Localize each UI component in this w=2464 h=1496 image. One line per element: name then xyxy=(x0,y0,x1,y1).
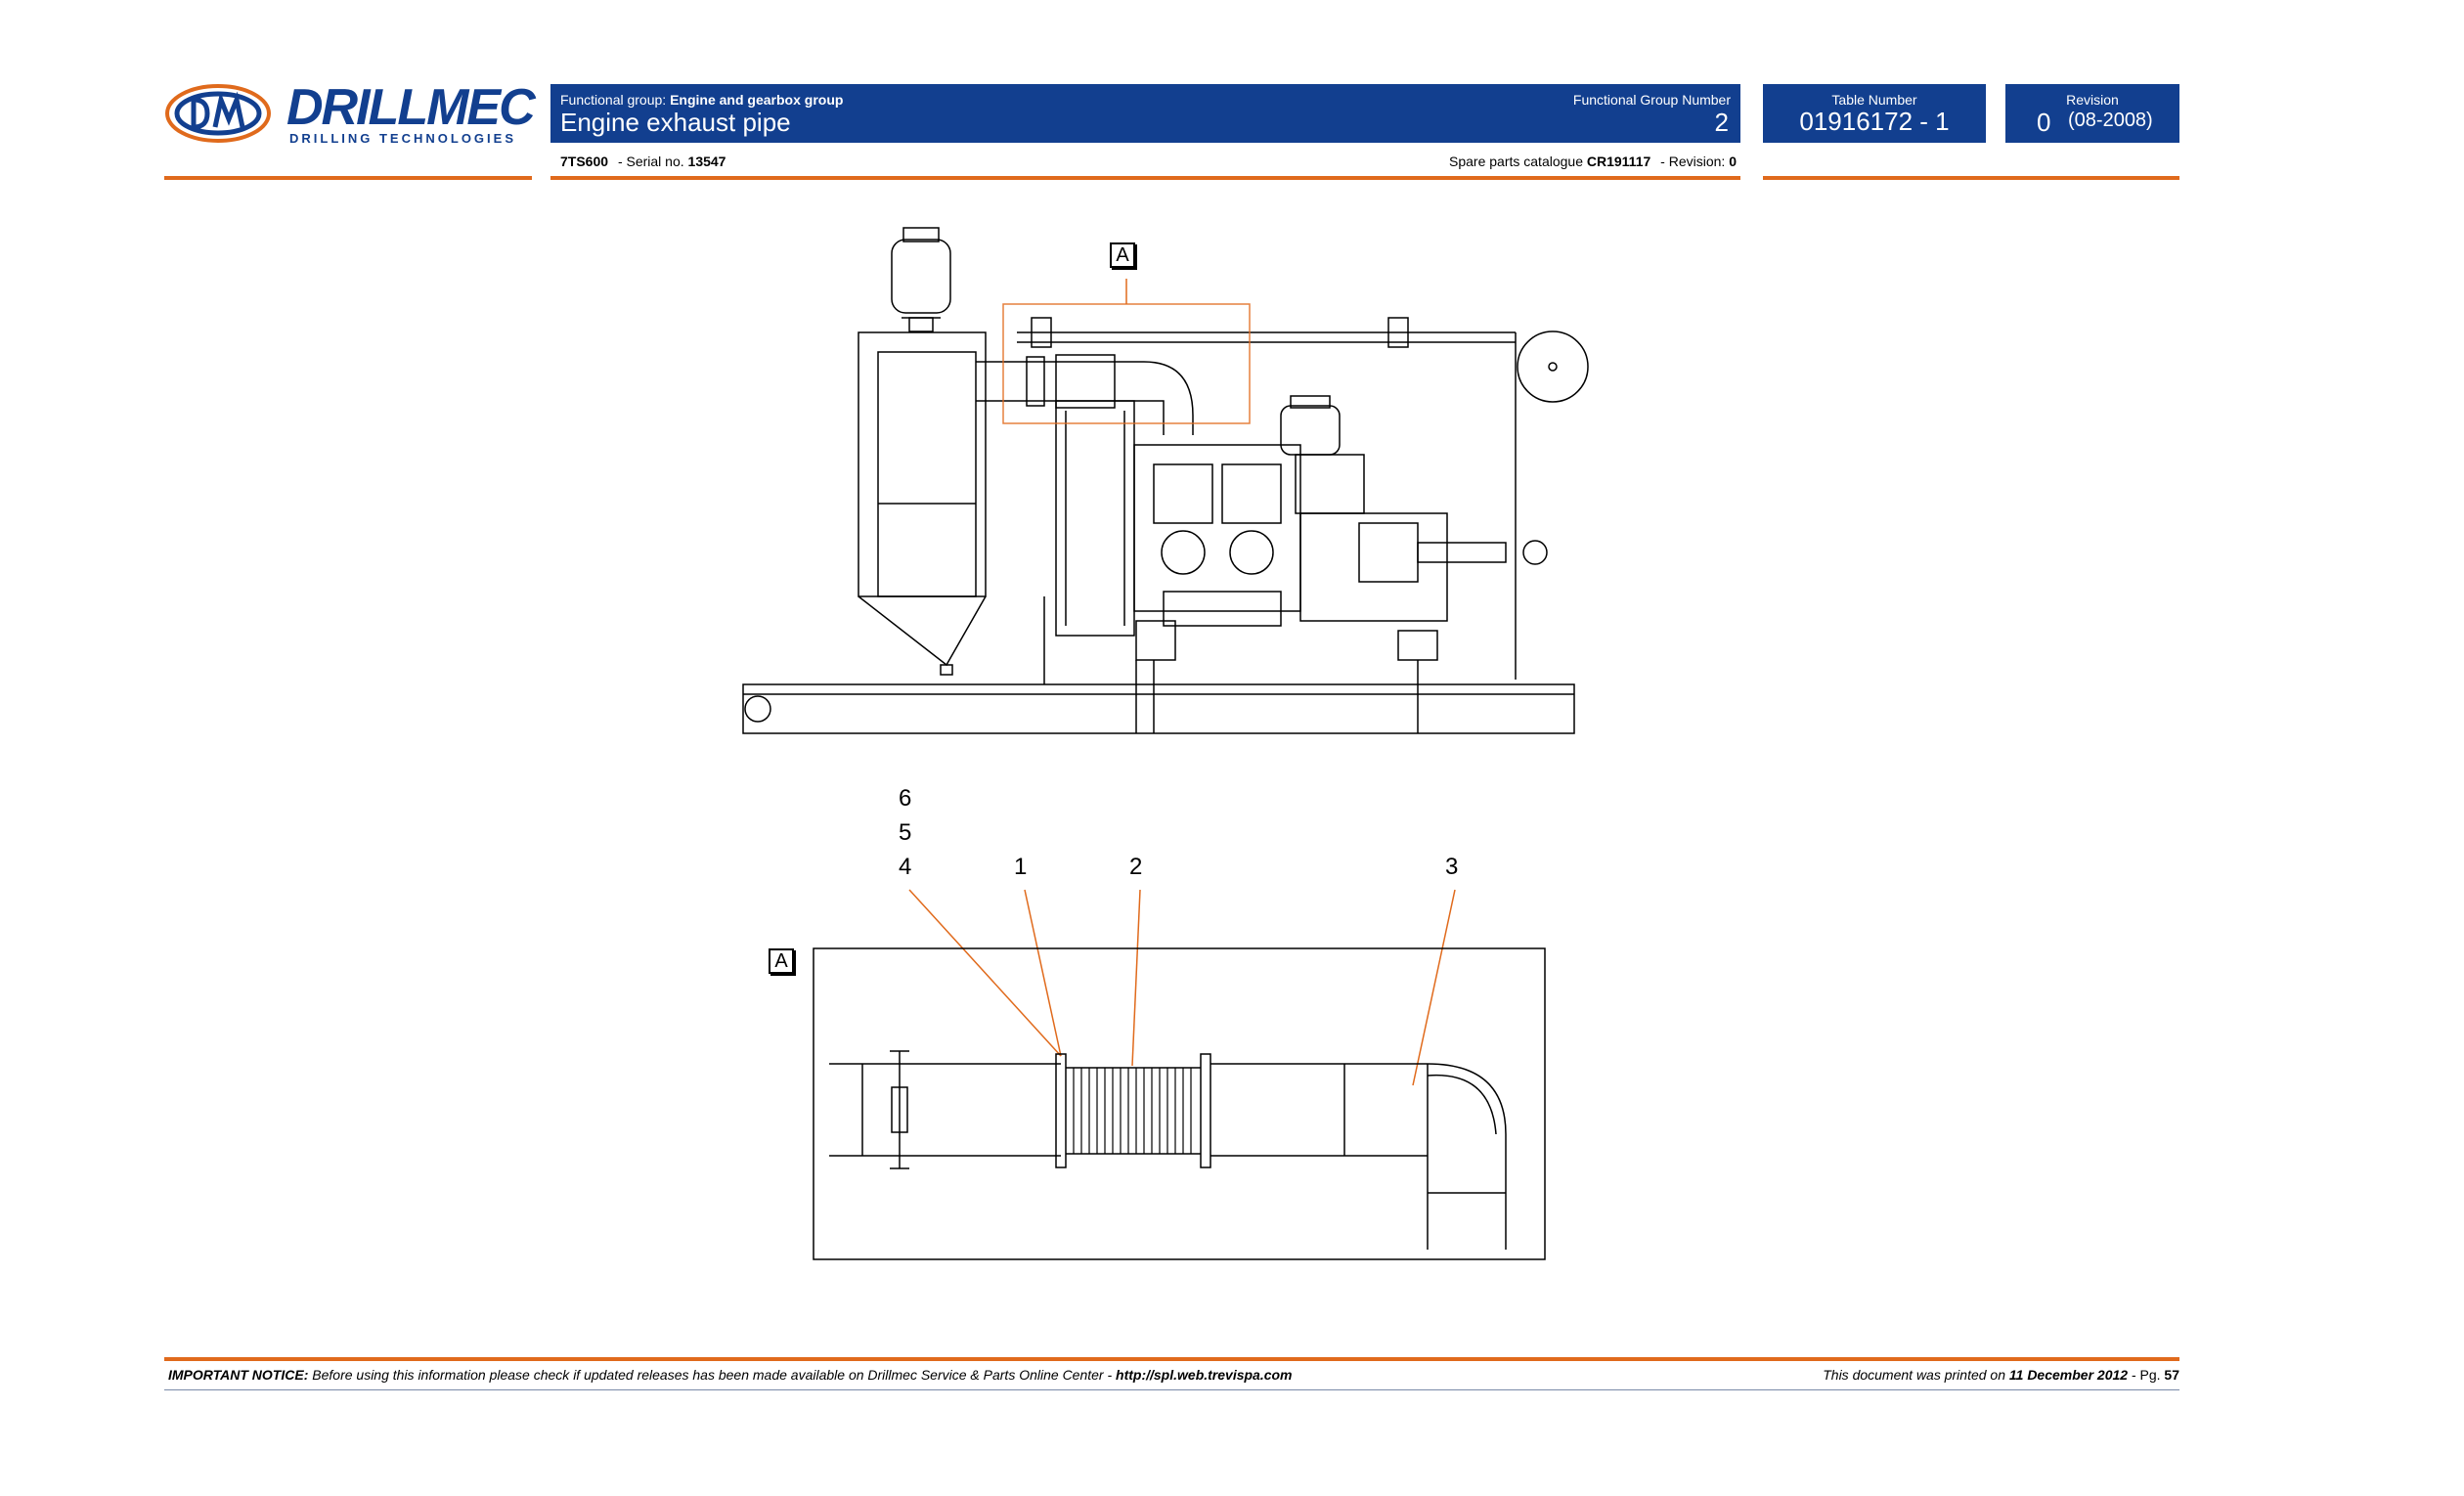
model-serial-line: 7TS600 - Serial no. 13547 xyxy=(560,154,726,169)
footer-bottom-line xyxy=(164,1389,2179,1390)
exhaust-pipe-detail-drawing xyxy=(813,889,1546,1260)
revision-label: Revision xyxy=(2066,92,2119,108)
callout-6: 6 xyxy=(899,785,912,812)
logo-underline xyxy=(164,176,532,180)
callout-2: 2 xyxy=(1129,854,1143,880)
callout-1: 1 xyxy=(1014,854,1028,880)
brand-name: DRILLMEC xyxy=(286,79,536,136)
catalogue-rev: 0 xyxy=(1729,154,1737,169)
catalogue-line: Spare parts catalogue CR191117 - Revisio… xyxy=(1449,154,1737,169)
header-title-box: Functional group: Engine and gearbox gro… xyxy=(550,84,1740,143)
page-label: - Pg. xyxy=(2131,1367,2161,1383)
callout-3: 3 xyxy=(1445,854,1459,880)
footer-top-line xyxy=(164,1357,2179,1361)
detail-a-marker-bottom: A xyxy=(769,948,794,974)
print-info: This document was printed on 11 December… xyxy=(1823,1367,2179,1383)
table-number: 01916172 - 1 xyxy=(1799,107,1950,136)
printed-label: This document was printed on xyxy=(1823,1367,2005,1383)
catalogue-label: Spare parts catalogue xyxy=(1449,154,1583,169)
serial-number: 13547 xyxy=(687,154,726,169)
table-revision-underline xyxy=(1763,176,2179,180)
catalogue-code: CR191117 xyxy=(1586,154,1651,169)
functional-group-name: Engine and gearbox group xyxy=(670,92,844,108)
engine-overview-drawing xyxy=(742,227,1589,734)
company-logo: DRILLMEC DRILLING TECHNOLOGIES xyxy=(164,79,536,149)
notice-text: Before using this information please che… xyxy=(312,1367,1113,1383)
fg-number-label: Functional Group Number xyxy=(1572,92,1731,108)
notice-label: IMPORTANT NOTICE: xyxy=(168,1367,309,1383)
functional-group-line: Functional group: Engine and gearbox gro… xyxy=(560,92,843,108)
bellows-corrugations xyxy=(1073,1068,1192,1154)
page-number: 57 xyxy=(2164,1367,2179,1383)
drillmec-emblem-icon xyxy=(165,84,271,143)
notice-url[interactable]: http://spl.web.trevispa.com xyxy=(1116,1367,1293,1383)
page-title: Engine exhaust pipe xyxy=(560,108,791,137)
revision-number: 0 xyxy=(2037,108,2051,137)
table-number-label: Table Number xyxy=(1831,92,1917,108)
model: 7TS600 xyxy=(560,154,609,169)
catalogue-rev-label: - Revision: xyxy=(1660,154,1726,169)
detail-a-marker-top: A xyxy=(1110,242,1135,268)
revision-box: Revision 0 (08-2008) xyxy=(2005,84,2179,143)
functional-group-prefix: Functional group: xyxy=(560,92,667,108)
printed-date: 11 December 2012 xyxy=(2008,1367,2129,1383)
revision-date: (08-2008) xyxy=(2068,110,2153,131)
important-notice: IMPORTANT NOTICE: Before using this info… xyxy=(168,1367,1293,1383)
brand-tagline: DRILLING TECHNOLOGIES xyxy=(289,131,516,146)
serial-label: - Serial no. xyxy=(617,154,684,169)
callout-5: 5 xyxy=(899,819,912,846)
fg-number: 2 xyxy=(1714,108,1729,137)
callout-4: 4 xyxy=(899,854,912,880)
header-underline xyxy=(550,176,1740,180)
table-number-box: Table Number 01916172 - 1 xyxy=(1763,84,1986,143)
